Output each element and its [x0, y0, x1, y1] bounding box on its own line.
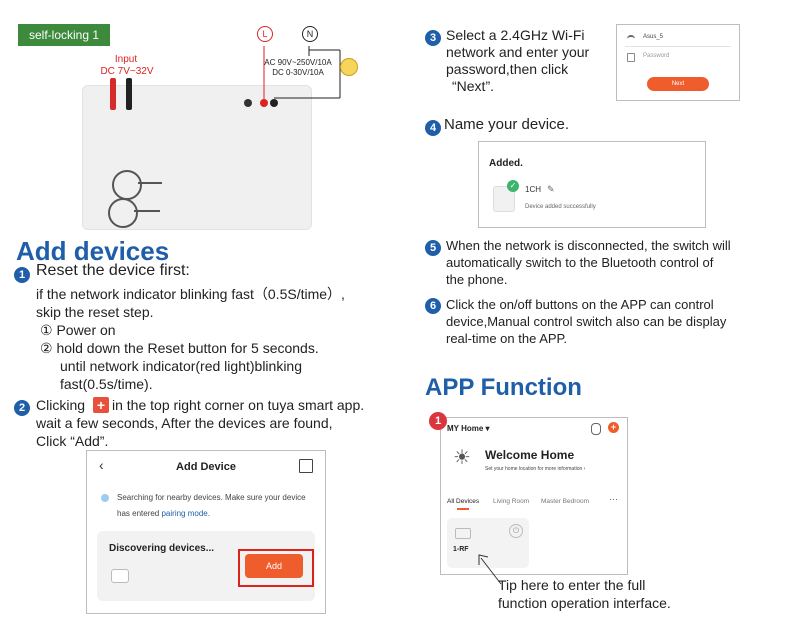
step6-line1: Click the on/off buttons on the APP can … — [446, 297, 714, 312]
tab-indicator — [457, 508, 469, 510]
pairing-mode-link[interactable]: pairing mode — [161, 509, 208, 518]
step6-line3: real-time on the APP. — [446, 331, 568, 346]
add-button[interactable]: Add — [245, 554, 303, 578]
step1-sub3: until network indicator(red light)blinki… — [60, 358, 303, 374]
step3-line1: Select a 2.4GHz Wi-Fi — [446, 27, 585, 43]
divider — [134, 210, 160, 212]
edit-icon[interactable]: ✎ — [547, 184, 555, 194]
device-icon — [455, 528, 471, 539]
welcome-subtitle[interactable]: Set your home location for more informat… — [485, 466, 586, 472]
add-icon[interactable]: + — [608, 422, 619, 433]
step3-line4: “Next”. — [452, 78, 494, 94]
more-icon[interactable]: ··· — [609, 494, 618, 504]
app-function-heading: APP Function — [425, 374, 582, 401]
step2-line1-a: Clicking — [36, 397, 86, 413]
device-icon — [493, 186, 515, 212]
tab-master-bedroom[interactable]: Master Bedroom — [541, 498, 590, 505]
divider — [138, 182, 162, 184]
step1-sub4: fast(0.5s/time). — [60, 376, 153, 392]
step4-text: Name your device. — [444, 116, 570, 133]
discovering-text: Discovering devices... — [109, 543, 215, 554]
add-device-title: Add Device — [176, 461, 236, 473]
step2-line3: Click “Add”. — [36, 433, 109, 449]
added-device-name: 1CH — [525, 185, 542, 194]
step2-number-icon: 2 — [14, 398, 30, 416]
power-icon[interactable]: ⏻ — [509, 524, 523, 538]
black-wire — [126, 78, 132, 110]
step2-line2: wait a few seconds, After the devices ar… — [36, 415, 333, 431]
check-icon: ✓ — [507, 180, 519, 192]
button-icon — [112, 170, 142, 200]
add-devices-heading: Add devices — [16, 236, 170, 266]
home-selector[interactable]: MY Home ▾ — [447, 424, 490, 433]
back-icon[interactable]: ‹ — [99, 457, 104, 473]
step3-number-icon: 3 — [425, 28, 441, 46]
step5-line1: When the network is disconnected, the sw… — [446, 238, 731, 253]
divider — [625, 46, 731, 47]
lock-icon — [627, 53, 635, 62]
button-icon — [108, 198, 138, 228]
wifi-ssid: Asus_5 — [643, 34, 664, 40]
added-status: Device added successfully — [525, 204, 596, 210]
step6-number-icon: 6 — [425, 296, 441, 314]
step4-number-icon: 4 — [425, 118, 441, 136]
terminal-n-icon: N — [302, 26, 318, 42]
step2-line1-b: in the top right corner on tuya smart ap… — [112, 397, 365, 413]
step5-number-icon: 5 — [425, 238, 441, 256]
output-spec-dc: DC 0-30V/10A — [272, 68, 324, 77]
sun-icon: ☀ — [453, 447, 471, 469]
terminal-l-icon: L — [257, 26, 273, 42]
password-input[interactable]: Password — [643, 53, 670, 59]
device-icon — [111, 569, 129, 583]
device-added-screen: Added. ✓ 1CH ✎ Device added successfully — [478, 141, 706, 228]
step5-line3: the phone. — [446, 272, 508, 287]
search-text: Searching for nearby devices. Make sure … — [117, 493, 306, 502]
tip-arrow — [478, 554, 502, 585]
welcome-title: Welcome Home — [485, 448, 575, 462]
add-button-highlight — [238, 549, 314, 587]
app-home-screen: MY Home ▾ + ☀ Welcome Home Set your home… — [440, 417, 628, 575]
input-label: Input — [114, 54, 138, 65]
tip-line1: Tip here to enter the full — [498, 577, 646, 593]
add-device-screen: ‹ Add Device Searching for nearby device… — [86, 450, 326, 614]
tip-line2: function operation interface. — [498, 595, 671, 611]
output-wiring — [244, 46, 341, 107]
wifi-icon — [627, 35, 635, 43]
callout-marker: 1 — [429, 412, 447, 430]
added-title: Added. — [489, 158, 523, 169]
step3-line3: password,then click — [446, 61, 569, 77]
step1-title: Reset the device first: — [36, 262, 190, 279]
step3-line2: network and enter your — [446, 44, 590, 60]
microphone-icon[interactable] — [591, 423, 601, 435]
next-button[interactable]: Next — [647, 77, 709, 91]
red-wire — [110, 78, 116, 110]
step1-number-icon: 1 — [14, 265, 30, 283]
step6-line2: device,Manual control switch also can be… — [446, 314, 727, 329]
tab-living-room[interactable]: Living Room — [493, 498, 530, 505]
step1-line1: if the network indicator blinking fast（0… — [36, 286, 345, 302]
scan-icon[interactable] — [299, 459, 313, 473]
output-spec-ac: AC 90V~250V/10A — [264, 58, 332, 67]
step1-sub1: ① Power on — [40, 322, 116, 338]
bluetooth-icon — [101, 494, 109, 502]
bulb-icon — [340, 58, 358, 76]
step1-sub2: ② hold down the Reset button for 5 secon… — [40, 340, 319, 356]
section-badge: self-locking 1 — [18, 24, 110, 46]
plus-icon: + — [93, 397, 109, 413]
device-tile-name: 1-RF — [453, 546, 469, 553]
step5-line2: automatically switch to the Bluetooth co… — [446, 255, 714, 270]
wifi-screen: Asus_5 Password Next — [616, 24, 740, 101]
input-spec: DC 7V~32V — [100, 66, 154, 77]
step1-line2: skip the reset step. — [36, 304, 154, 320]
tab-all-devices[interactable]: All Devices — [447, 498, 480, 505]
search-text-2: has entered pairing mode. — [117, 509, 210, 518]
